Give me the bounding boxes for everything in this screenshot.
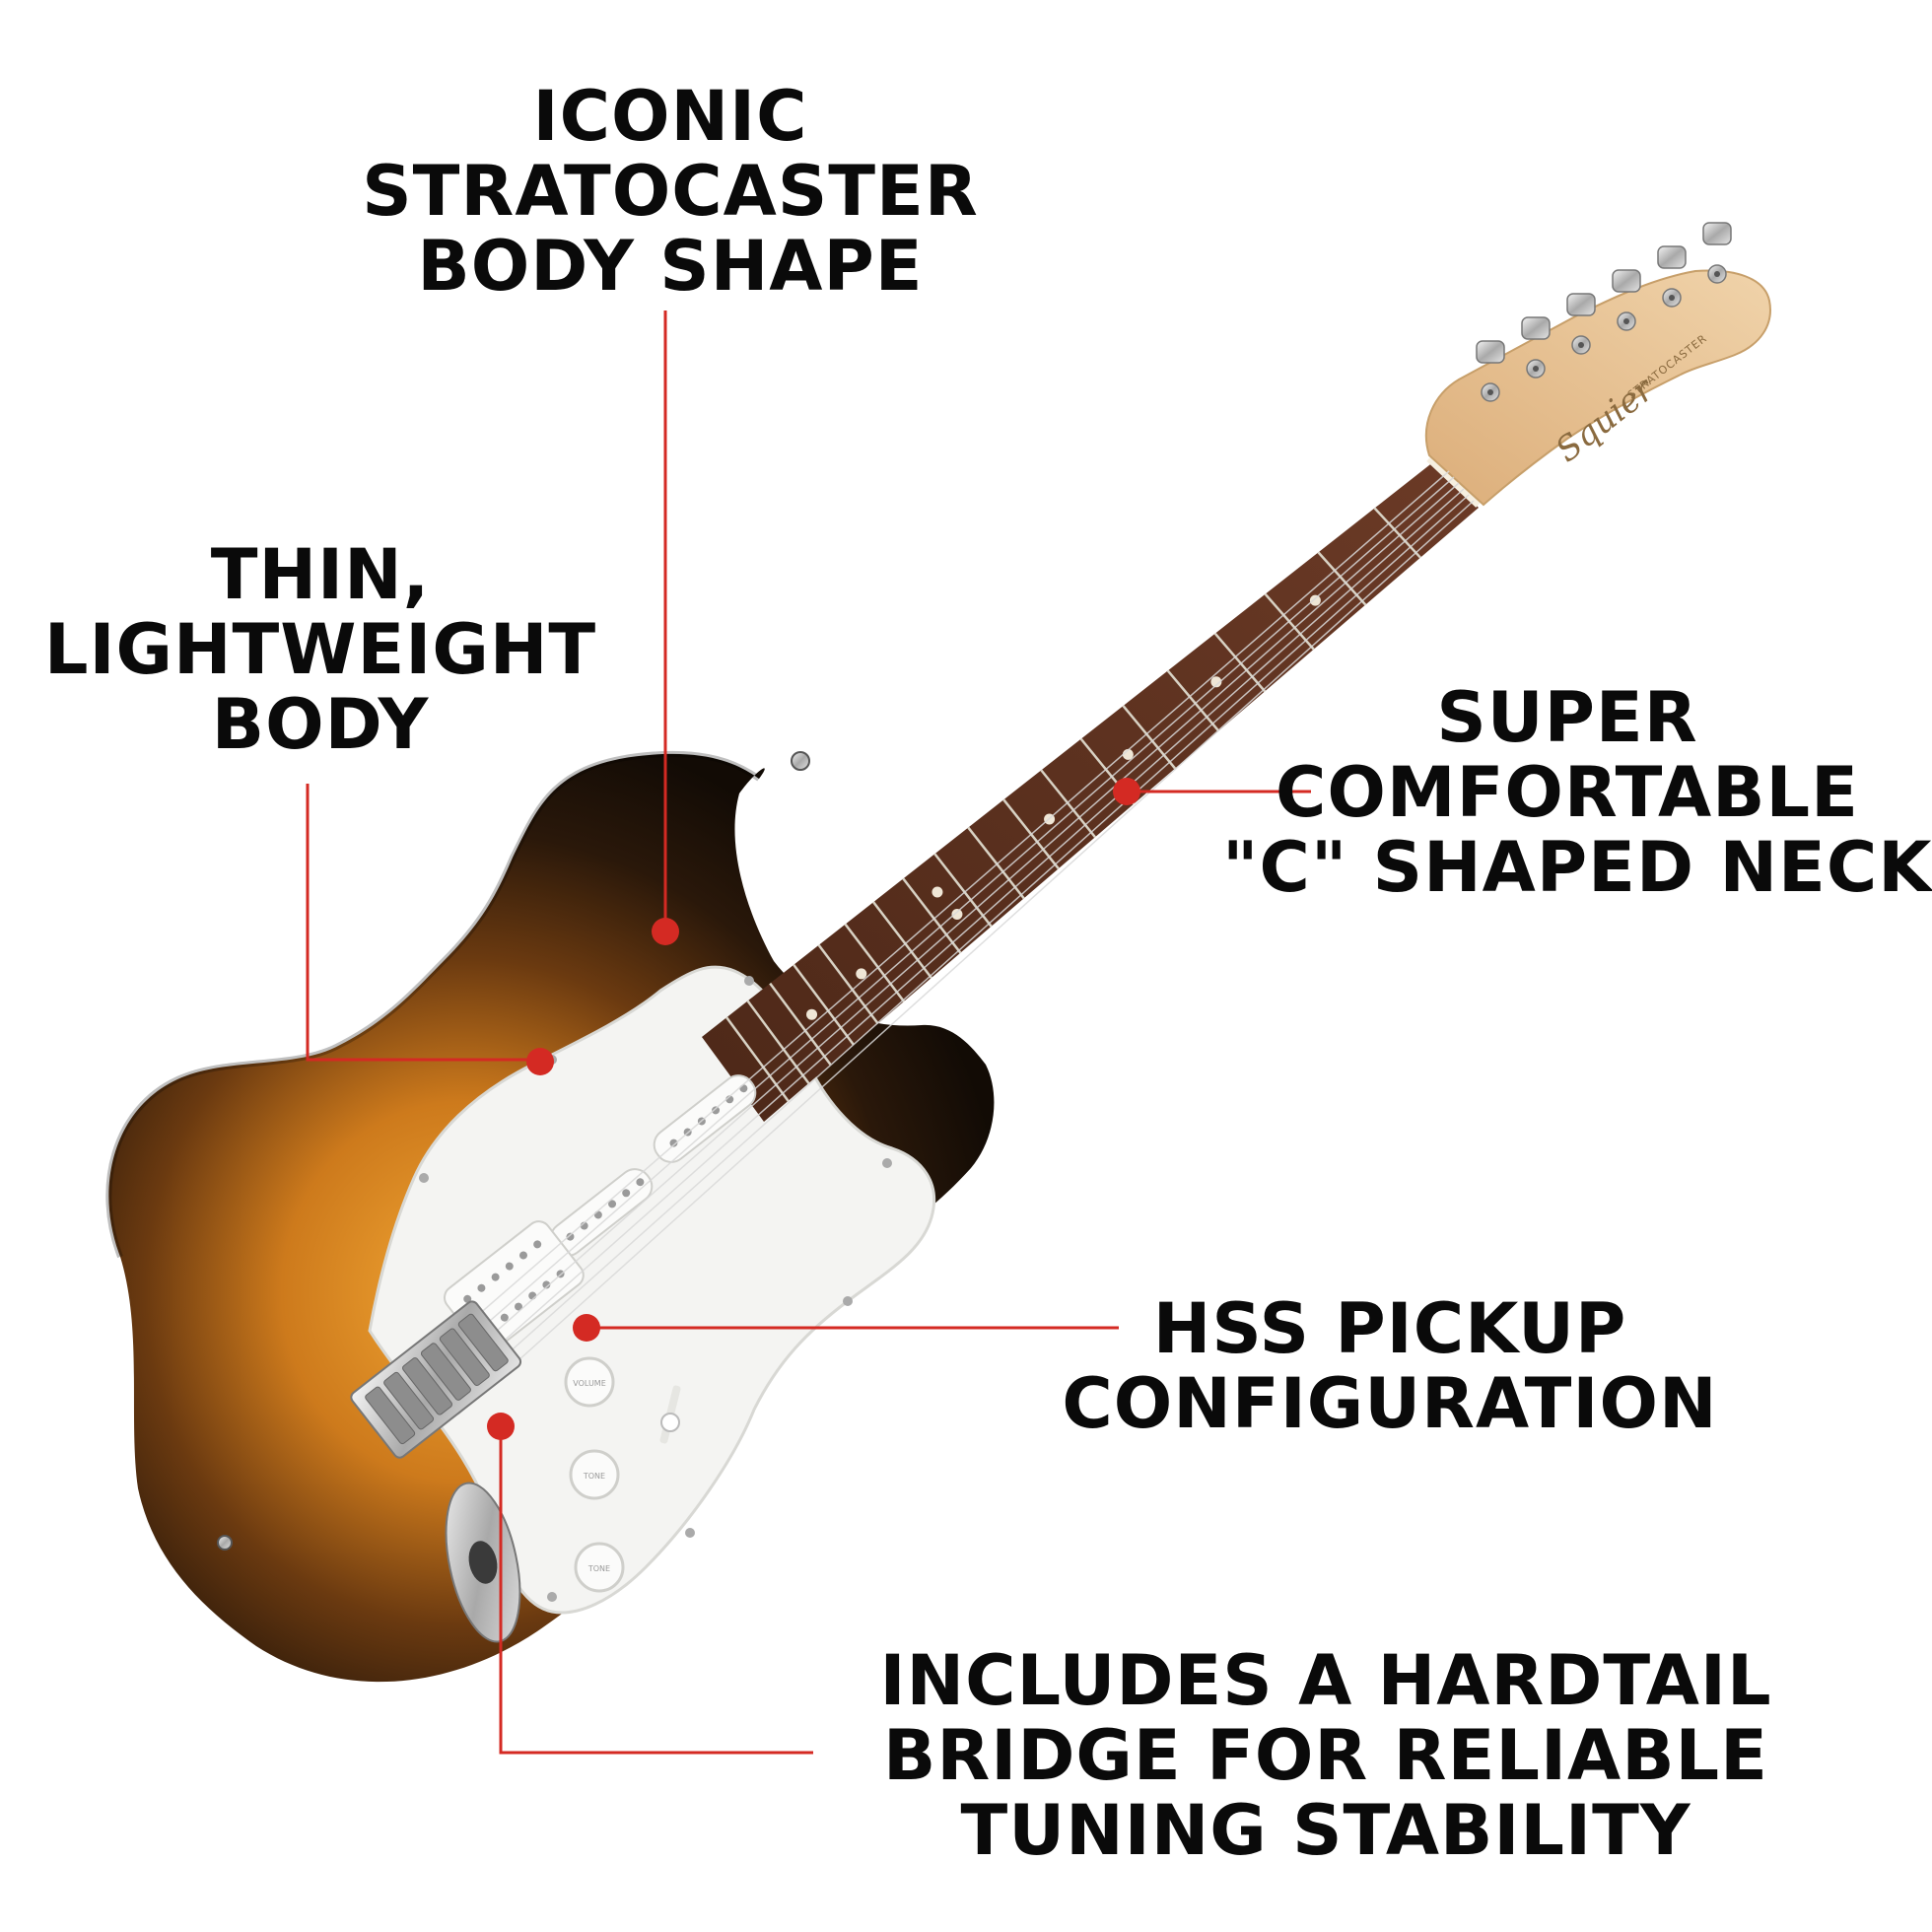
fret [1040,769,1096,839]
nut [1426,455,1482,508]
tuning-peg [1521,316,1551,379]
fret [1213,632,1267,693]
fret [844,923,906,1002]
headstock [1424,269,1771,507]
fret [1166,669,1220,732]
volume-knob: VOLUME [564,1356,615,1408]
fret [933,853,993,928]
callout-dot-thin-body [526,1048,554,1075]
pickguard-screw [547,1592,557,1602]
fret [1373,507,1421,559]
callout-pickups-line: CONFIGURATION [1062,1363,1718,1444]
tuning-peg [1476,340,1505,402]
callout-neck-line: SUPER [1436,677,1698,758]
pickguard-screw [419,1173,429,1183]
tuning-peg [1702,222,1732,284]
callout-thin-body-line: THIN, [210,534,431,615]
fret [769,982,832,1066]
fret-inlay [856,968,867,980]
strap-button-lower [217,1535,233,1551]
tuning-machines [1476,222,1732,402]
callout-pickups-line: HSS PICKUP [1152,1288,1627,1369]
callout-bridge-line: BRIDGE FOR RELIABLE [883,1715,1768,1796]
callout-thin-body-line: LIGHTWEIGHT [43,609,597,690]
guitar-strings [408,470,1475,1415]
fret [817,944,879,1025]
middle-pickup [549,1168,654,1257]
tone-knob-2: TONE [574,1542,625,1593]
hardtail-bridge [350,1300,522,1459]
callout-neck-line: COMFORTABLE [1276,752,1859,833]
callout-dot-neck [1113,778,1140,805]
fret-inlay [806,1008,818,1020]
fret [872,901,932,979]
tone-knob-1: TONE [569,1449,620,1500]
callout-body-shape: ICONIC STRATOCASTER BODY SHAPE [325,79,1015,304]
callout-dot-pickups [573,1314,600,1342]
callout-lines [306,310,1311,1755]
fret [1317,551,1367,606]
callout-body-shape-line: BODY SHAPE [417,226,924,307]
fret [967,826,1025,900]
pickguard-screw [685,1528,695,1538]
callout-thin-body: THIN, LIGHTWEIGHT BODY [20,537,621,762]
fret [746,1000,810,1084]
callout-neck: SUPER COMFORTABLE "C" SHAPED NECK [1222,677,1932,908]
callout-body-shape-line: STRATOCASTER [362,151,979,232]
callout-thin-body-line: BODY [211,684,430,765]
fret-inlay [932,886,943,898]
pickup-selector-tip [660,1413,680,1432]
output-jack [468,1541,498,1584]
fret-inlay [1309,594,1321,606]
callout-body-shape-line: ICONIC [532,76,808,157]
tuning-peg [1612,269,1641,331]
fret [725,1016,790,1102]
body-edge-highlight [105,750,761,1259]
callout-dot-bridge [487,1413,515,1440]
callout-pickups: HSS PICKUP CONFIGURATION [1015,1291,1764,1441]
pickguard-screw [744,976,754,986]
callout-bridge-line: INCLUDES A HARDTAIL [879,1640,1772,1721]
callout-dots [487,778,1140,1440]
callout-line-thin-body [306,784,540,1062]
svg-text:TONE: TONE [583,1472,605,1481]
strap-button [791,751,810,771]
fret [793,963,855,1046]
fret [1122,705,1177,770]
svg-text:TONE: TONE [587,1564,610,1573]
fret-inlay [1210,676,1222,688]
fret [902,877,962,954]
tuning-peg [1657,245,1687,308]
callout-bridge-line: TUNING STABILITY [960,1790,1691,1871]
tuning-peg [1566,293,1596,355]
pickguard-screw [843,1296,853,1306]
callout-dot-body-shape [652,918,679,945]
pickguard-screw [882,1158,892,1168]
svg-text:VOLUME: VOLUME [573,1379,606,1388]
fret-inlay [951,908,963,920]
callout-bridge: INCLUDES A HARDTAIL BRIDGE FOR RELIABLE … [759,1643,1893,1868]
callout-neck-line: "C" SHAPED NECK [1222,827,1932,908]
callout-line-bridge [499,1426,813,1755]
